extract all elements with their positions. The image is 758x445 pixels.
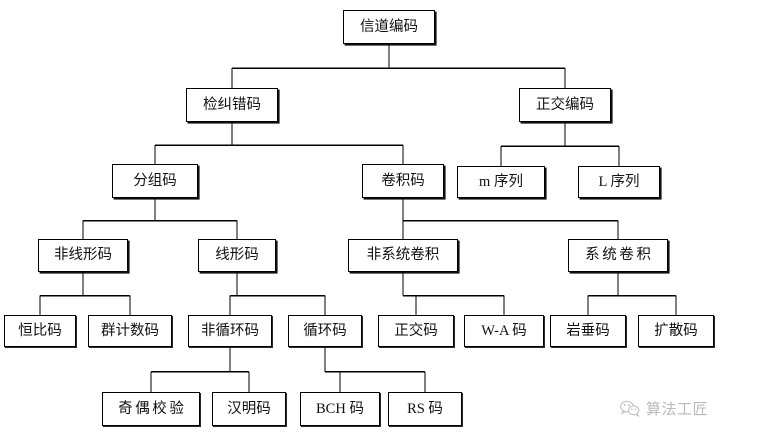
node-label: 非系统卷积: [366, 247, 440, 264]
node-nonlin: 非线形码: [38, 239, 128, 272]
node-label: 线形码: [215, 247, 259, 264]
node-label: 群计数码: [101, 322, 159, 339]
node-hamming: 汉明码: [212, 392, 286, 426]
node-lseq: L 序列: [578, 166, 660, 198]
node-wacode: W-A 码: [464, 315, 544, 347]
node-label: L 序列: [598, 173, 640, 190]
node-nonsysconv: 非系统卷积: [348, 239, 458, 272]
node-label: 恒比码: [18, 322, 62, 339]
node-label: 循环码: [303, 322, 347, 339]
node-label: 系统卷积: [585, 247, 654, 264]
node-sysconv: 系统卷积: [568, 239, 668, 272]
node-lin: 线形码: [198, 239, 276, 272]
node-ratio: 恒比码: [4, 315, 76, 347]
node-ec: 检纠错码: [186, 88, 278, 122]
node-groupcnt: 群计数码: [88, 315, 172, 347]
node-block: 分组码: [112, 164, 198, 198]
node-label: 卷积码: [381, 172, 425, 189]
node-label: W-A 码: [481, 322, 527, 339]
node-label: m 序列: [479, 173, 523, 190]
node-label: 奇偶校验: [118, 400, 187, 417]
node-rs: RS 码: [388, 392, 462, 426]
node-label: 正交码: [394, 322, 438, 339]
node-label: 汉明码: [227, 400, 271, 417]
node-parity: 奇偶校验: [102, 392, 200, 426]
node-noncyc: 非循环码: [188, 315, 272, 347]
node-label: 分组码: [133, 172, 177, 189]
node-conv: 卷积码: [362, 164, 444, 198]
node-cyc: 循环码: [288, 315, 362, 347]
node-label: 扩散码: [654, 322, 698, 339]
watermark-text: 算法工匠: [646, 401, 709, 418]
node-root: 信道编码: [343, 10, 435, 44]
wechat-icon: [620, 400, 640, 417]
node-mseq: m 序列: [457, 166, 545, 198]
node-ortho: 正交编码: [519, 88, 611, 122]
node-label: 非线形码: [54, 247, 112, 264]
node-yanchui: 岩垂码: [550, 315, 626, 347]
node-label: RS 码: [407, 400, 443, 417]
node-label: BCH 码: [316, 400, 364, 417]
node-label: 检纠错码: [203, 96, 261, 113]
node-label: 岩垂码: [566, 322, 610, 339]
node-orthocode: 正交码: [378, 315, 454, 347]
node-label: 非循环码: [201, 322, 259, 339]
node-label: 信道编码: [360, 18, 418, 35]
node-spread: 扩散码: [638, 315, 714, 347]
node-bch: BCH 码: [300, 392, 380, 426]
node-label: 正交编码: [536, 96, 594, 113]
watermark: 算法工匠: [620, 398, 708, 419]
